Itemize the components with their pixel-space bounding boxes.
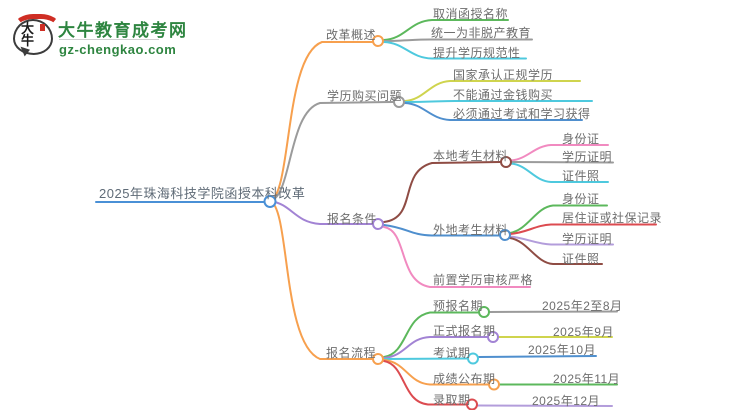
node-dot-reform-overview xyxy=(372,35,384,47)
node-exam-period: 考试期 xyxy=(433,346,471,360)
branch-reform-overview: 改革概述 xyxy=(326,28,377,42)
edge-exam-period-date xyxy=(478,355,597,358)
edge-exam-period xyxy=(383,357,468,360)
logo-title: 大牛教育成考网 xyxy=(58,21,188,40)
leaf-must-pass-exam-study: 必须通过考试和学习获得 xyxy=(453,107,591,121)
logo-url: gz-chengkao.com xyxy=(59,42,177,57)
leaf-strict-prior-degree-review: 前置学历审核严格 xyxy=(433,273,534,287)
edge-nonlocal-degree-proof xyxy=(509,235,614,246)
node-nonlocal-candidate-materials: 外地考生材料 xyxy=(433,223,509,237)
value-admission-period-date: 2025年12月 xyxy=(532,394,601,408)
leaf-local-id-photo: 证件照 xyxy=(562,169,600,183)
logo-seal-stamp xyxy=(40,24,45,31)
node-dot-exam-period xyxy=(467,352,479,365)
edge-local-id-photo xyxy=(510,162,609,183)
edge-local-materials xyxy=(383,161,501,223)
node-dot-official-registration xyxy=(487,331,499,343)
leaf-local-id-card: 身份证 xyxy=(562,132,600,146)
branch-registration-process: 报名流程 xyxy=(326,346,377,360)
node-official-registration-period: 正式报名期 xyxy=(433,324,496,338)
edge-pre-registration xyxy=(383,311,479,358)
node-dot-local-materials xyxy=(500,156,512,168)
leaf-cannot-buy-with-money: 不能通过金钱购买 xyxy=(453,88,554,102)
leaf-nonlocal-residence-or-social-security: 居住证或社保记录 xyxy=(562,211,663,225)
value-pre-registration-date: 2025年2至8月 xyxy=(542,299,623,313)
node-local-candidate-materials: 本地考生材料 xyxy=(433,149,509,163)
leaf-nonlocal-id-card: 身份证 xyxy=(562,192,600,206)
edge-strict-review xyxy=(383,226,531,288)
edge-admission-period xyxy=(383,360,467,406)
edge-cannot-buy xyxy=(404,100,593,103)
edge-admission-period-date xyxy=(477,404,613,407)
edge-state-recognized xyxy=(404,80,581,102)
value-exam-period-date: 2025年10月 xyxy=(528,343,597,357)
edge-root-to-reform-overview xyxy=(269,41,373,202)
node-dot-registration-process xyxy=(372,353,384,365)
leaf-improve-degree-standardization: 提升学历规范性 xyxy=(433,46,521,60)
node-dot-results-period xyxy=(488,378,500,391)
edge-root-to-registration-conditions xyxy=(269,200,373,225)
edge-local-degree-proof xyxy=(511,161,614,164)
leaf-nonlocal-id-photo: 证件照 xyxy=(562,252,600,266)
leaf-local-degree-proof: 学历证明 xyxy=(562,150,613,164)
node-pre-registration-period: 预报名期 xyxy=(433,299,484,313)
leaf-nonlocal-degree-proof: 学历证明 xyxy=(562,232,613,246)
edge-official-registration xyxy=(383,336,488,359)
node-dot-degree-purchase xyxy=(393,96,405,108)
edge-unify-nonfulltime xyxy=(383,38,533,42)
logo-bull-text: 大牛 xyxy=(21,21,41,48)
edge-cancel-correspondence-name xyxy=(383,19,509,41)
leaf-unify-nonfulltime-education: 统一为非脱产教育 xyxy=(431,26,532,40)
node-dot-nonlocal-materials xyxy=(499,229,511,241)
edge-nonlocal-id-card xyxy=(509,204,608,234)
edge-nonlocal-residence xyxy=(509,223,657,235)
logo-separator xyxy=(59,39,159,40)
node-results-period: 成绩公布期 xyxy=(433,372,496,386)
leaf-cancel-correspondence-name: 取消函授名称 xyxy=(433,7,509,21)
edge-improve-standardization xyxy=(383,41,527,60)
node-admission-period: 录取期 xyxy=(433,393,471,407)
branch-degree-purchase-issue: 学历购买问题 xyxy=(327,89,403,103)
edge-nonlocal-materials xyxy=(383,224,500,237)
edge-nonlocal-id-photo xyxy=(509,237,603,265)
edge-root-to-registration-process xyxy=(269,200,373,360)
edge-must-pass-exam xyxy=(404,102,583,121)
node-dot-pre-registration xyxy=(478,306,490,318)
logo-bull-icon: 大牛 xyxy=(13,13,60,58)
edge-pre-registration-date xyxy=(489,310,618,313)
node-dot-root xyxy=(263,195,277,208)
branch-registration-conditions: 报名条件 xyxy=(327,212,378,226)
edge-root-to-degree-purchase xyxy=(269,101,394,202)
value-results-period-date: 2025年11月 xyxy=(553,372,621,386)
value-official-registration-date: 2025年9月 xyxy=(553,325,614,339)
edge-results-period xyxy=(383,359,489,386)
edge-local-id-card xyxy=(510,144,609,162)
root-node-label: 2025年珠海科技学院函授本科改革 xyxy=(99,186,306,201)
leaf-state-recognized-degree: 国家承认正规学历 xyxy=(453,68,554,82)
node-dot-registration-conditions xyxy=(372,218,384,230)
site-logo: 大牛 大牛教育成考网 gz-chengkao.com xyxy=(13,11,233,61)
